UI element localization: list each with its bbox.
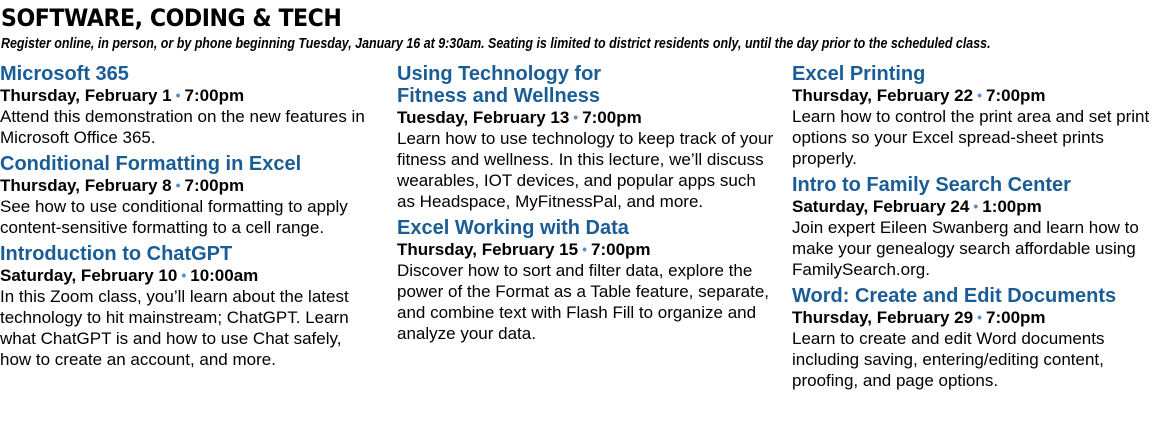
event-day: Saturday, February 24 [792, 197, 970, 216]
event-description: See how to use conditional formatting to… [0, 197, 348, 237]
event-day: Thursday, February 15 [397, 240, 579, 259]
column-3: Excel Printing Thursday, February 22•7:0… [792, 63, 1152, 396]
event-intro-chatgpt: Introduction to ChatGPT Saturday, Februa… [0, 243, 375, 370]
event-description: In this Zoom class, you’ll learn about t… [0, 287, 349, 369]
event-title: Excel Printing [792, 63, 926, 85]
event-tech-fitness-wellness: Using Technology for Fitness and Wellnes… [397, 63, 777, 212]
registration-note: Register online, in person, or by phone … [1, 35, 991, 52]
event-time: 7:00pm [184, 176, 245, 195]
event-day: Tuesday, February 13 [397, 108, 570, 127]
event-day: Thursday, February 1 [0, 86, 172, 105]
event-datetime: Thursday, February 29•7:00pm [792, 307, 1152, 328]
bullet-separator-icon: • [977, 309, 982, 325]
event-datetime: Thursday, February 1•7:00pm [0, 85, 375, 106]
event-time: 1:00pm [982, 197, 1042, 216]
column-2: Using Technology for Fitness and Wellnes… [397, 63, 777, 349]
event-datetime: Thursday, February 22•7:00pm [792, 85, 1152, 106]
bullet-separator-icon: • [175, 177, 181, 193]
event-microsoft-365: Microsoft 365 Thursday, February 1•7:00p… [0, 63, 375, 148]
event-time: 7:00pm [184, 86, 245, 105]
event-datetime: Saturday, February 10•10:00am [0, 265, 375, 286]
bullet-separator-icon: • [175, 87, 181, 103]
event-time: 10:00am [190, 266, 259, 285]
bullet-separator-icon: • [973, 198, 979, 214]
event-description: Learn to create and edit Word documents … [792, 329, 1105, 390]
bullet-separator-icon: • [977, 87, 982, 103]
event-title: Conditional Formatting in Excel [0, 153, 302, 175]
column-1: Microsoft 365 Thursday, February 1•7:00p… [0, 63, 375, 375]
event-datetime: Saturday, February 24•1:00pm [792, 196, 1152, 217]
event-datetime: Tuesday, February 13•7:00pm [397, 107, 777, 128]
event-title: Using Technology for Fitness and Wellnes… [397, 63, 602, 107]
event-description: Discover how to sort and filter data, ex… [397, 261, 770, 343]
event-title: Introduction to ChatGPT [0, 243, 233, 265]
event-description: Learn how to control the print area and … [792, 107, 1150, 168]
event-title: Excel Working with Data [397, 217, 629, 239]
event-excel-printing: Excel Printing Thursday, February 22•7:0… [792, 63, 1152, 169]
event-title: Microsoft 365 [0, 63, 129, 85]
event-day: Thursday, February 8 [0, 176, 172, 195]
event-description: Learn how to use technology to keep trac… [397, 129, 774, 211]
event-time: 7:00pm [582, 108, 642, 127]
bullet-separator-icon: • [181, 267, 187, 283]
event-time: 7:00pm [591, 240, 651, 259]
event-family-search-center: Intro to Family Search Center Saturday, … [792, 174, 1152, 280]
section-title: SOFTWARE, CODING & TECH [1, 4, 342, 32]
event-day: Saturday, February 10 [0, 266, 178, 285]
event-conditional-formatting: Conditional Formatting in Excel Thursday… [0, 153, 375, 238]
event-title: Word: Create and Edit Documents [792, 285, 1117, 307]
event-day: Thursday, February 29 [792, 308, 974, 327]
event-day: Thursday, February 22 [792, 86, 974, 105]
event-datetime: Thursday, February 8•7:00pm [0, 175, 375, 196]
event-time: 7:00pm [986, 86, 1046, 105]
bullet-separator-icon: • [573, 109, 579, 125]
event-time: 7:00pm [986, 308, 1046, 327]
bullet-separator-icon: • [582, 241, 587, 257]
event-description: Join expert Eileen Swanberg and learn ho… [792, 218, 1139, 279]
event-excel-working-with-data: Excel Working with Data Thursday, Februa… [397, 217, 777, 344]
event-description: Attend this demonstration on the new fea… [0, 107, 365, 147]
event-datetime: Thursday, February 15•7:00pm [397, 239, 777, 260]
event-title: Intro to Family Search Center [792, 174, 1071, 196]
event-word-create-edit: Word: Create and Edit Documents Thursday… [792, 285, 1152, 391]
